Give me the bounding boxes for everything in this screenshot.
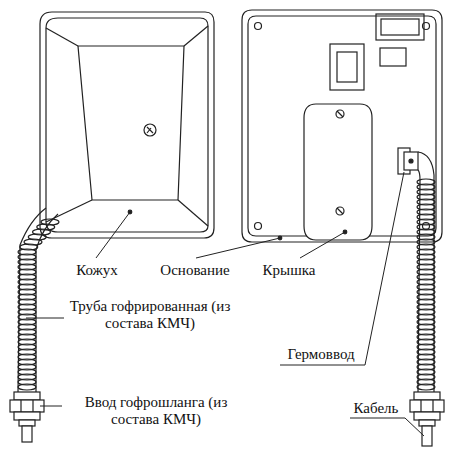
part-label: Кабель <box>346 400 406 417</box>
hose-inlet <box>10 392 44 442</box>
right-hose-inlet <box>410 392 444 446</box>
lid <box>304 104 372 240</box>
leader-lines <box>26 172 424 436</box>
part-label: Гермоввод <box>276 346 366 363</box>
part-label: Основание <box>150 262 240 279</box>
part-label: Крышка <box>254 262 324 279</box>
tube-ring <box>18 384 36 390</box>
corrugated-tube <box>18 208 59 392</box>
cover-housing <box>40 12 214 238</box>
right-corrugated-tube <box>417 152 435 392</box>
base-housing <box>242 10 442 242</box>
part-label: Труба гофрированная (из состава КМЧ) <box>66 298 234 332</box>
cable-gland <box>398 148 418 174</box>
tube-ring <box>417 384 435 390</box>
part-label: Ввод гофрошланга (из состава КМЧ) <box>66 394 246 428</box>
part-label: Кожух <box>66 262 128 279</box>
